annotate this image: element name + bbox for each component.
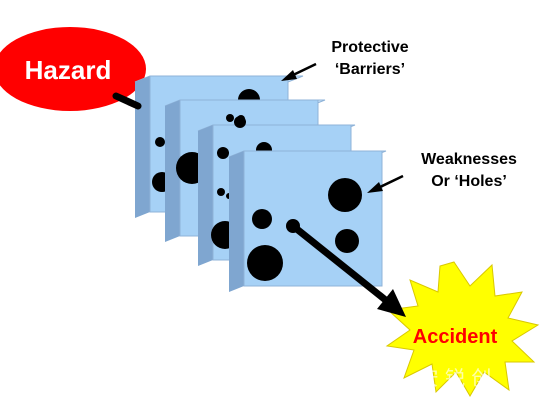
hazard-label: Hazard [25, 55, 112, 85]
hazard-trajectory-line [112, 92, 142, 110]
barrier-3-hole [217, 188, 225, 196]
barrier-1-hole [155, 137, 165, 147]
barriers-label-line2: ‘Barriers’ [335, 61, 405, 78]
watermark-text: 安 锐 创 [419, 366, 492, 390]
accident-starburst [385, 261, 540, 397]
barrier-3-hole [217, 147, 229, 159]
barrier-1-side-edge [135, 76, 150, 218]
barriers-callout-arrow [281, 62, 317, 81]
hazard-ellipse [0, 27, 146, 111]
barriers-label-line1: Protective [331, 39, 408, 56]
trajectory-arrowhead [377, 289, 406, 317]
barrier-3-hole [234, 116, 246, 128]
accident-trajectory-arrow [286, 219, 406, 317]
holes-callout-arrow [367, 174, 404, 193]
barrier-4-hole [328, 178, 362, 212]
trajectory-line [290, 223, 391, 305]
barrier-4-hole [247, 245, 283, 281]
barrier-2-side-edge [165, 100, 180, 242]
barrier-3-side-edge [198, 125, 213, 266]
accident-label: Accident [413, 326, 498, 348]
holes-label-line1: Weaknesses [421, 151, 517, 168]
barrier-4 [228, 150, 387, 292]
holes-label-line2: Or ‘Holes’ [431, 173, 507, 190]
hazard-node: Hazard [0, 27, 146, 111]
barrier-4-hole [252, 209, 272, 229]
barrier-2-hole [226, 114, 234, 122]
barrier-4-side-edge [229, 151, 244, 292]
accident-node: Accident 安 锐 创 [385, 261, 540, 397]
barrier-4-hole [335, 229, 359, 253]
